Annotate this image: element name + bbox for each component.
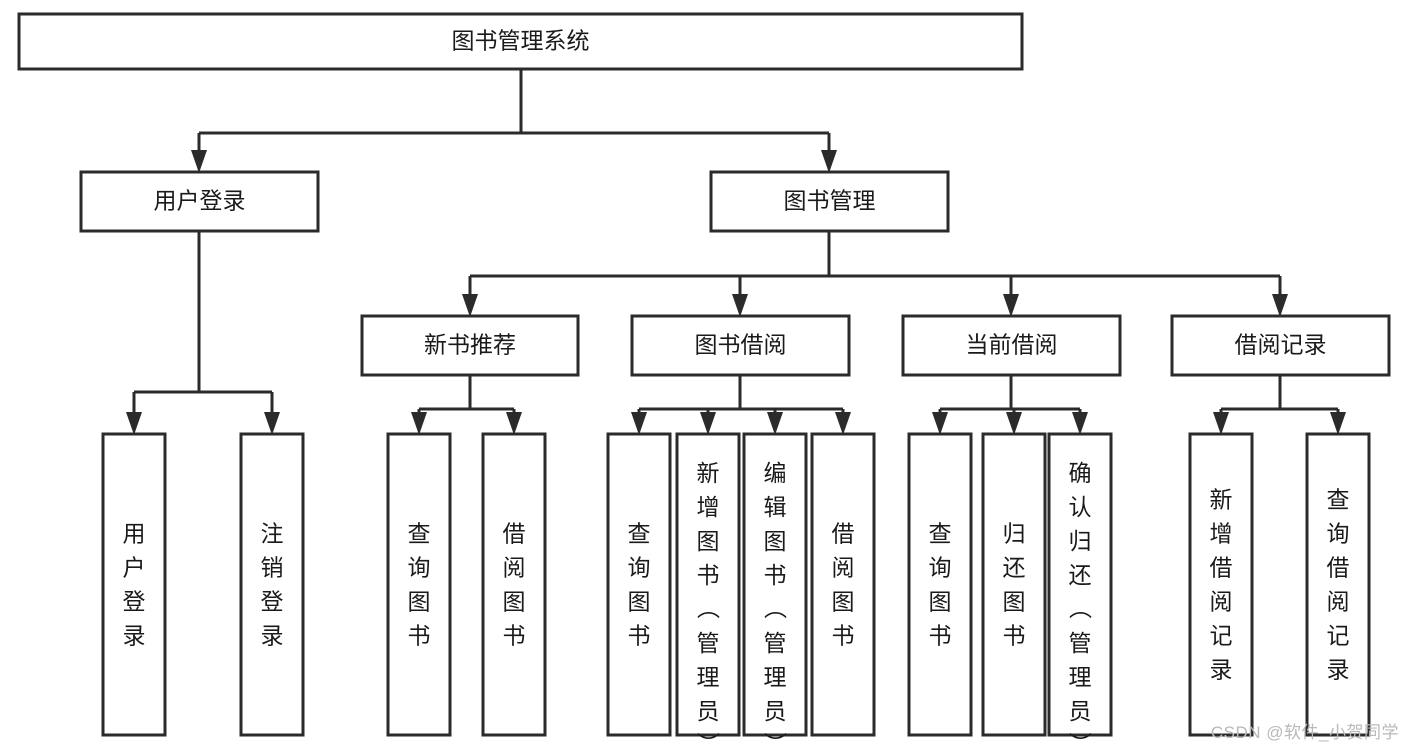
node-leaf-record-add[interactable]: 新增借阅记录 <box>1188 432 1254 737</box>
node-label: 用户登录 <box>154 188 246 214</box>
node-login[interactable]: 用户登录 <box>79 170 320 233</box>
node-leaf-current-return[interactable]: 归还图书 <box>981 432 1047 737</box>
edge-group-records-children <box>1213 375 1346 435</box>
node-borrow[interactable]: 图书借阅 <box>630 314 851 377</box>
arrow-head-icon <box>932 412 948 435</box>
arrow-head-icon <box>700 412 716 435</box>
arrow-head-icon <box>1003 294 1019 317</box>
node-leaf-user-logout[interactable]: 注销登录 <box>239 432 305 737</box>
node-box[interactable] <box>1047 432 1113 737</box>
node-box[interactable] <box>1170 314 1391 377</box>
arrow-head-icon <box>1213 412 1229 435</box>
node-label: 编辑图书（管理员） <box>764 460 788 747</box>
arrow-head-icon <box>732 294 748 317</box>
arrow-head-icon <box>631 412 647 435</box>
arrow-head-icon <box>462 294 478 317</box>
edge-group-login-children <box>126 231 280 435</box>
node-box[interactable] <box>606 432 672 737</box>
arrow-head-icon <box>191 150 207 173</box>
edge-group-bookmgmt-children <box>462 231 1288 317</box>
node-label: 查询图书 <box>929 521 952 649</box>
node-leaf-new-query[interactable]: 查询图书 <box>386 432 452 737</box>
node-label: 查询图书 <box>408 521 431 649</box>
node-label: 查询借阅记录 <box>1327 487 1350 683</box>
edge-group-newbook-children <box>411 375 522 435</box>
node-leaf-new-borrow[interactable]: 借阅图书 <box>481 432 547 737</box>
node-box[interactable] <box>1305 432 1371 737</box>
node-label: 借阅记录 <box>1235 332 1327 358</box>
node-newbook[interactable]: 新书推荐 <box>360 314 580 377</box>
edge-group-borrow-children <box>631 375 851 435</box>
node-leaf-user-login[interactable]: 用户登录 <box>101 432 167 737</box>
node-box[interactable] <box>709 170 950 233</box>
arrow-head-icon <box>1272 294 1288 317</box>
node-leaf-borrow-lend[interactable]: 借阅图书 <box>810 432 876 737</box>
arrow-head-icon <box>506 412 522 435</box>
node-label: 新增图书（管理员） <box>697 460 721 747</box>
node-leaf-borrow-add[interactable]: 新增图书（管理员） <box>675 432 741 747</box>
arrow-head-icon <box>411 412 427 435</box>
node-leaf-borrow-query[interactable]: 查询图书 <box>606 432 672 737</box>
node-box[interactable] <box>386 432 452 737</box>
node-box[interactable] <box>901 314 1122 377</box>
node-current[interactable]: 当前借阅 <box>901 314 1122 377</box>
node-leaf-record-query[interactable]: 查询借阅记录 <box>1305 432 1371 737</box>
node-label: 确认归还（管理员） <box>1069 460 1093 747</box>
arrow-head-icon <box>821 150 837 173</box>
node-box[interactable] <box>810 432 876 737</box>
node-label: 借阅图书 <box>503 521 526 649</box>
node-root[interactable]: 图书管理系统 <box>17 12 1024 71</box>
node-leaf-current-confirm[interactable]: 确认归还（管理员） <box>1047 432 1113 747</box>
node-leaf-borrow-edit[interactable]: 编辑图书（管理员） <box>742 432 808 747</box>
node-box[interactable] <box>17 12 1024 71</box>
node-box[interactable] <box>675 432 741 737</box>
arrow-head-icon <box>1330 412 1346 435</box>
node-box[interactable] <box>907 432 973 737</box>
node-box[interactable] <box>239 432 305 737</box>
edge-group-current-children <box>932 375 1088 435</box>
arrow-head-icon <box>1072 412 1088 435</box>
node-box[interactable] <box>360 314 580 377</box>
node-bookmgmt[interactable]: 图书管理 <box>709 170 950 233</box>
node-box[interactable] <box>981 432 1047 737</box>
node-box[interactable] <box>1188 432 1254 737</box>
node-box[interactable] <box>481 432 547 737</box>
node-box[interactable] <box>742 432 808 737</box>
arrow-head-icon <box>264 412 280 435</box>
node-records[interactable]: 借阅记录 <box>1170 314 1391 377</box>
node-label: 归还图书 <box>1003 521 1026 649</box>
edges-layer <box>126 69 1346 435</box>
node-box[interactable] <box>101 432 167 737</box>
node-label: 图书借阅 <box>695 332 787 358</box>
node-label: 图书管理 <box>784 188 876 214</box>
node-box[interactable] <box>79 170 320 233</box>
arrow-head-icon <box>767 412 783 435</box>
arrow-head-icon <box>1006 412 1022 435</box>
node-leaf-current-query[interactable]: 查询图书 <box>907 432 973 737</box>
node-box[interactable] <box>630 314 851 377</box>
arrow-head-icon <box>126 412 142 435</box>
nodes-layer: 图书管理系统用户登录图书管理新书推荐图书借阅当前借阅借阅记录用户登录注销登录查询… <box>17 12 1391 747</box>
node-label: 当前借阅 <box>966 332 1058 358</box>
edge-group-root-children <box>191 69 837 173</box>
watermark-text: CSDN @软件_小贺同学 <box>1210 723 1399 742</box>
node-label: 借阅图书 <box>832 521 855 649</box>
node-label: 新书推荐 <box>424 332 516 358</box>
node-label: 图书管理系统 <box>452 28 590 54</box>
node-label: 新增借阅记录 <box>1210 487 1233 683</box>
node-label: 注销登录 <box>261 521 284 649</box>
arrow-head-icon <box>835 412 851 435</box>
node-label: 查询图书 <box>628 521 651 649</box>
node-label: 用户登录 <box>123 521 146 649</box>
